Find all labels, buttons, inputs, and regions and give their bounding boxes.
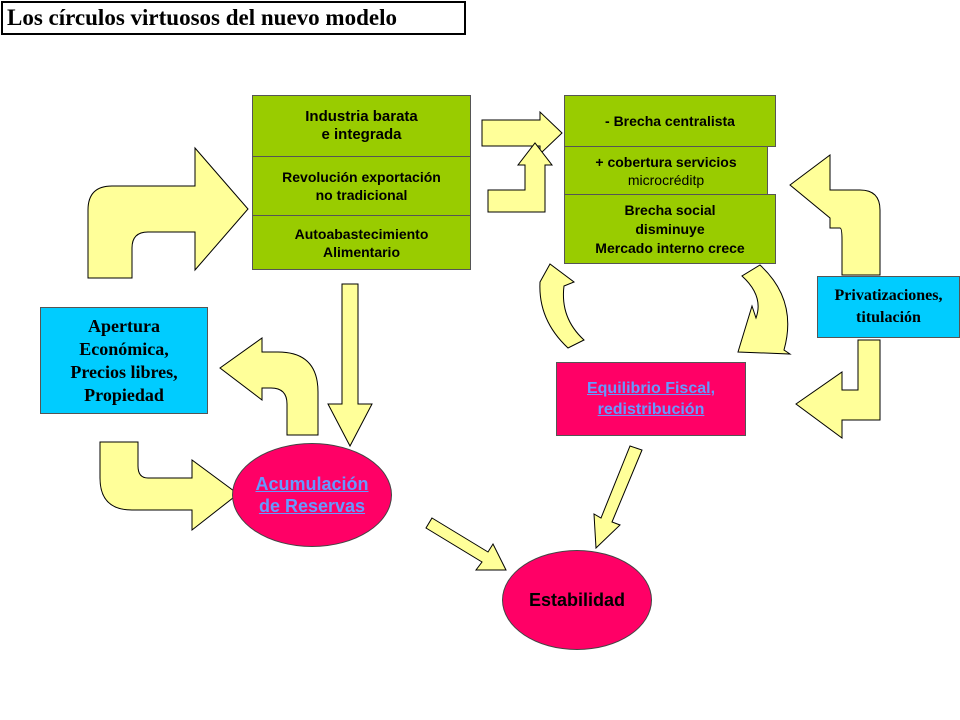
- curved-arrow-up-small: [539, 263, 585, 349]
- industria-line2: e integrada: [321, 126, 402, 143]
- revolucion-exportacion-box: Revolución exportación no tradicional: [252, 156, 471, 216]
- brecha-centralista-box: - Brecha centralista: [564, 95, 776, 147]
- apertura-line1: Apertura: [88, 315, 160, 336]
- equilibrio-fiscal-box: Equilibrio Fiscal, redistribución: [556, 362, 746, 436]
- apertura-line3: Precios libres,: [70, 361, 178, 382]
- down-arrow-center: [327, 283, 373, 448]
- apertura-line4: Propiedad: [84, 384, 164, 405]
- cobertura-line2: microcréditp: [627, 172, 705, 188]
- acumulacion-reservas-ellipse: Acumulación de Reservas: [232, 443, 392, 547]
- diagonal-arrow-from-equilibrio: [593, 445, 643, 550]
- diagonal-arrow-to-estabilidad: [425, 517, 507, 571]
- autoabastecimiento-line1: Autoabastecimiento: [294, 225, 429, 242]
- brecha-social-line2: disminuye: [635, 220, 705, 237]
- l-arrow-left-bottom: [795, 339, 881, 439]
- cobertura-servicios-box: + cobertura servicios microcréditp: [564, 146, 768, 196]
- industria-barata-box: Industria barata e integrada: [252, 95, 471, 157]
- industria-line1: Industria barata: [305, 108, 418, 125]
- revolucion-line2: no tradicional: [315, 187, 408, 203]
- privatizaciones-line2: titulación: [856, 309, 921, 326]
- brecha-social-box: Brecha social disminuye Mercado interno …: [564, 194, 776, 264]
- equilibrio-line2[interactable]: redistribución: [597, 401, 705, 418]
- acumulacion-line1[interactable]: Acumulación: [255, 474, 369, 494]
- equilibrio-line1[interactable]: Equilibrio Fiscal,: [586, 380, 716, 397]
- curved-arrow-up-left: [219, 337, 319, 436]
- curved-arrow-down-right: [737, 264, 792, 355]
- l-shaped-up-arrow: [487, 142, 554, 213]
- curved-arrow-up-right: [87, 146, 249, 279]
- privatizaciones-line1: Privatizaciones,: [834, 287, 943, 304]
- cobertura-line1: + cobertura servicios: [595, 154, 737, 170]
- hook-arrow-left-top: [789, 154, 881, 276]
- brecha-centralista-text: - Brecha centralista: [605, 113, 735, 129]
- revolucion-line1: Revolución exportación: [282, 169, 441, 185]
- apertura-box: Apertura Económica, Precios libres, Prop…: [40, 307, 208, 414]
- autoabastecimiento-box: Autoabastecimiento Alimentario: [252, 215, 471, 270]
- estabilidad-ellipse: Estabilidad: [502, 550, 652, 650]
- estabilidad-text: Estabilidad: [528, 589, 626, 610]
- acumulacion-line2[interactable]: de Reservas: [258, 496, 366, 516]
- curved-arrow-down-right-left: [99, 441, 239, 532]
- right-arrow-top: [481, 110, 563, 156]
- brecha-social-line1: Brecha social: [624, 201, 716, 218]
- privatizaciones-box: Privatizaciones, titulación: [817, 276, 960, 338]
- brecha-social-line3: Mercado interno crece: [595, 239, 745, 256]
- diagram-title: Los círculos virtuosos del nuevo modelo: [1, 1, 466, 35]
- apertura-line2: Económica,: [79, 338, 169, 359]
- autoabastecimiento-line2: Alimentario: [322, 243, 400, 260]
